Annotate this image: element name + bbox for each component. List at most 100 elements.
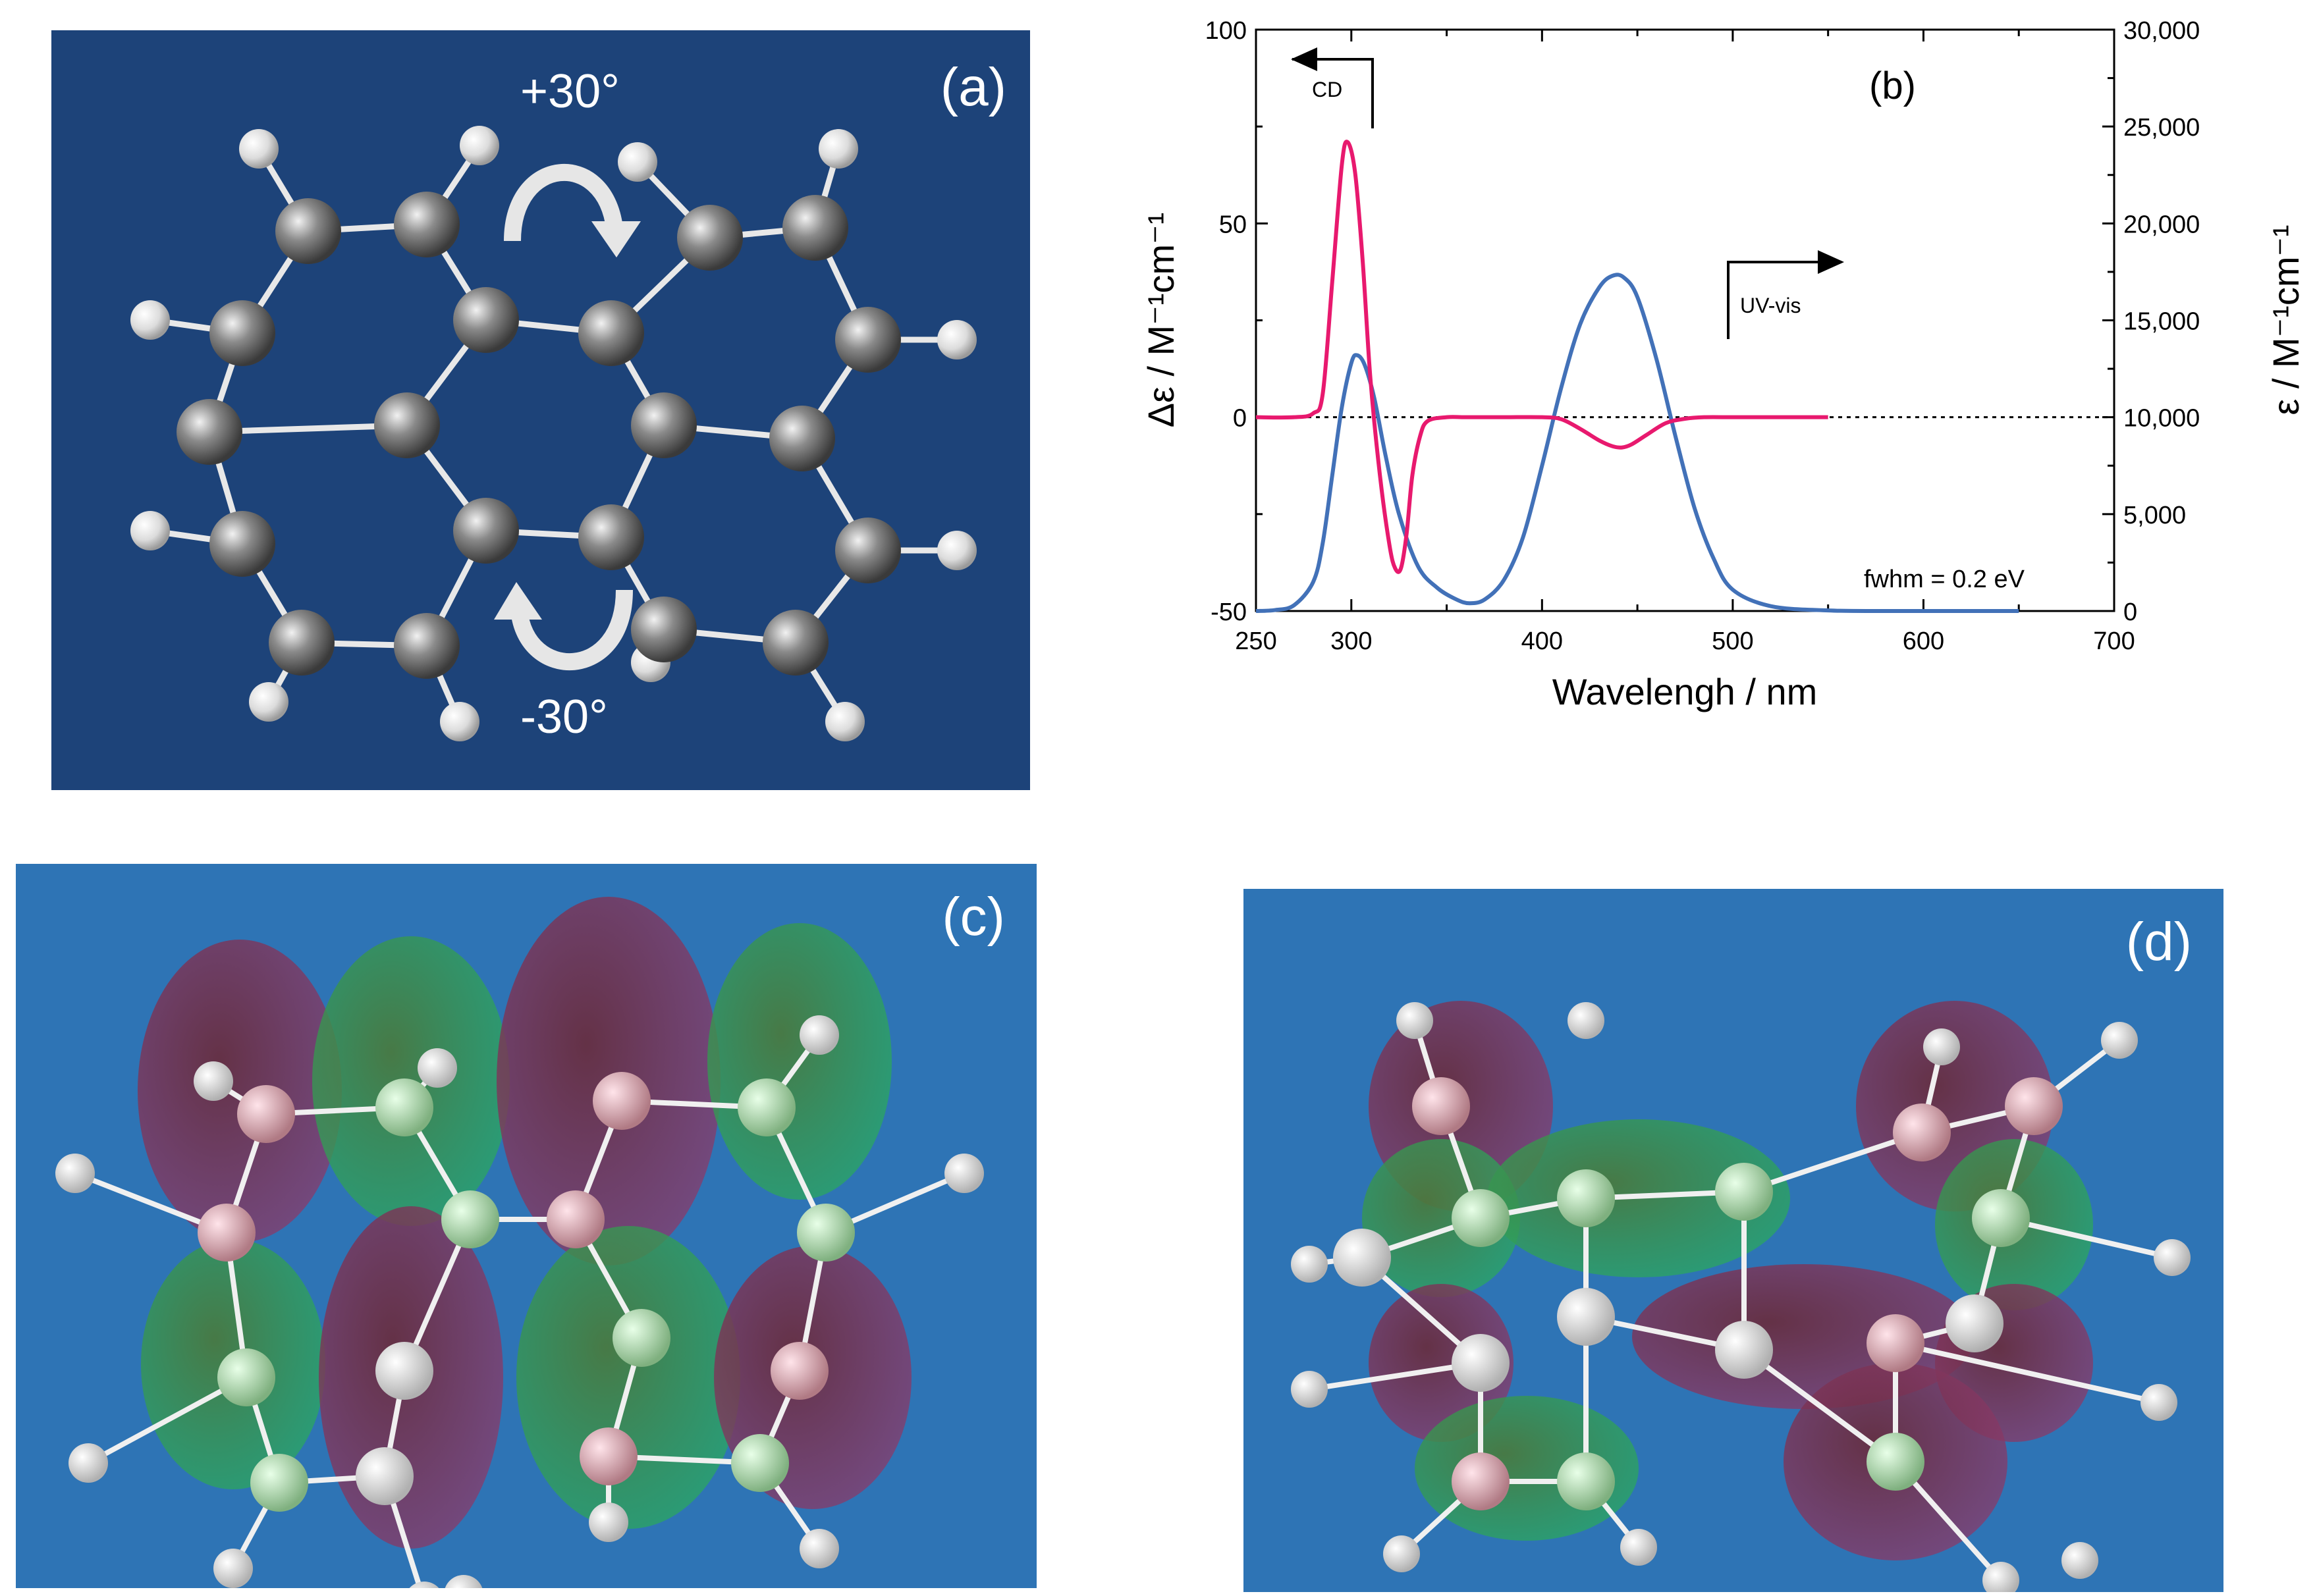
orbital-d-svg — [1291, 1001, 2191, 1596]
panel-d-label: (d) — [2125, 912, 2192, 972]
carbon-atom — [209, 300, 275, 366]
hydrogen-atom — [213, 1549, 253, 1588]
panel-d-orbital-lumo: (d) — [1243, 889, 2223, 1596]
cd-annotation: CD — [1312, 78, 1342, 101]
hydrogen-atom — [819, 129, 858, 169]
rotation-arrow-bottom-icon — [510, 589, 633, 671]
y-right-tick-label: 5,000 — [2123, 502, 2186, 529]
carbon-atom — [1333, 1229, 1391, 1287]
carbon-atom — [578, 300, 644, 366]
carbon-atom — [1867, 1314, 1924, 1372]
hydrogen-atom — [618, 142, 657, 182]
y-axis-left-label: Δε / M⁻¹cm⁻¹ — [1140, 213, 1182, 428]
hydrogen-atom — [249, 682, 288, 722]
hydrogen-atom — [2154, 1239, 2191, 1276]
molecule-a-svg — [130, 126, 977, 741]
carbon-atom — [209, 511, 275, 577]
carbon-atom — [1715, 1321, 1773, 1379]
carbon-atom — [1893, 1104, 1951, 1161]
carbon-atom — [250, 1454, 308, 1512]
hydrogen-atom — [944, 1154, 984, 1193]
hydrogen-atom — [1567, 1002, 1604, 1039]
hydrogen-atom — [2101, 1022, 2138, 1059]
x-tick-label: 400 — [1521, 627, 1563, 655]
carbon-atom — [1412, 1077, 1470, 1135]
carbon-atom — [782, 195, 848, 261]
carbon-atom — [1557, 1452, 1615, 1510]
carbon-atom — [394, 613, 460, 679]
carbon-atom — [835, 518, 901, 583]
bond — [1895, 1341, 2160, 1405]
carbon-atom — [269, 610, 335, 676]
carbon-atom — [593, 1072, 651, 1130]
hydrogen-atom — [825, 702, 865, 741]
carbon-atom — [177, 399, 242, 465]
carbon-atom — [1557, 1169, 1615, 1227]
carbon-atom — [394, 192, 460, 257]
series-cd-line — [1255, 140, 1828, 574]
y-right-tick-label: 0 — [2123, 598, 2137, 626]
hydrogen-atom — [68, 1443, 108, 1483]
panel-b-label: (b) — [1869, 65, 1916, 107]
hydrogen-atom — [1291, 1371, 1328, 1408]
carbon-atom — [731, 1434, 789, 1492]
carbon-atom — [613, 1309, 670, 1367]
carbon-atom — [217, 1348, 275, 1406]
hydrogen-atom — [405, 1582, 443, 1596]
rotation-top-label: +30° — [520, 65, 620, 118]
series-uvvis-line — [1255, 273, 2019, 614]
carbon-atom — [763, 610, 829, 676]
molecule-a-atoms — [130, 126, 977, 741]
carbon-atom — [797, 1204, 855, 1262]
panel-c-orbital-homo: (c) — [16, 864, 1037, 1596]
cd-arrowhead-icon — [1291, 47, 1317, 71]
carbon-atom — [578, 504, 644, 570]
carbon-atom — [771, 1342, 829, 1400]
carbon-atom — [1452, 1189, 1510, 1247]
carbon-atom — [356, 1447, 414, 1505]
molecule-c-atoms — [55, 1015, 984, 1596]
x-tick-label: 600 — [1903, 627, 1944, 655]
carbon-atom — [441, 1190, 499, 1248]
x-tick-label: 700 — [2093, 627, 2135, 655]
y-left-tick-label: 100 — [1205, 17, 1247, 45]
hydrogen-atom — [937, 531, 977, 570]
hydrogen-atom — [937, 320, 977, 359]
hydrogen-atom — [1982, 1562, 2019, 1596]
rotation-arrowhead-top-icon — [591, 221, 641, 257]
hydrogen-atom — [1291, 1246, 1328, 1283]
hydrogen-atom — [130, 300, 170, 340]
y-left-tick-label: 50 — [1219, 211, 1247, 238]
orbital-c-svg — [55, 897, 984, 1596]
cd-arrow-line — [1292, 58, 1374, 128]
carbon-atom — [237, 1085, 295, 1143]
rotation-arrow-top-icon — [504, 164, 623, 242]
hydrogen-atom — [460, 126, 499, 165]
y-axis-right-label: ε / M⁻¹cm⁻¹ — [2265, 225, 2306, 415]
bond — [1742, 1347, 1897, 1464]
y-left-tick-label: 0 — [1233, 405, 1247, 433]
carbon-atom — [631, 392, 697, 458]
carbon-atom — [547, 1190, 605, 1248]
carbon-atom — [453, 287, 519, 353]
y-right-tick-label: 15,000 — [2123, 308, 2200, 336]
y-right-tick-label: 20,000 — [2123, 211, 2200, 238]
hydrogen-atom — [1620, 1529, 1657, 1566]
x-tick-label: 300 — [1330, 627, 1372, 655]
carbon-atom — [275, 198, 341, 264]
y-right-tick-label: 30,000 — [2123, 17, 2200, 45]
carbon-atom — [1452, 1334, 1510, 1392]
hydrogen-atom — [444, 1575, 483, 1596]
bond — [87, 1375, 248, 1466]
bond — [209, 422, 408, 435]
hydrogen-atom — [2140, 1384, 2177, 1421]
carbon-atom — [375, 1342, 433, 1400]
carbon-atom — [1972, 1189, 2030, 1247]
bond — [1743, 1130, 1923, 1194]
hydrogen-atom — [418, 1048, 457, 1088]
carbon-atom — [835, 307, 901, 373]
fwhm-annotation: fwhm = 0.2 eV — [1864, 566, 2025, 593]
carbon-atom — [631, 597, 697, 662]
